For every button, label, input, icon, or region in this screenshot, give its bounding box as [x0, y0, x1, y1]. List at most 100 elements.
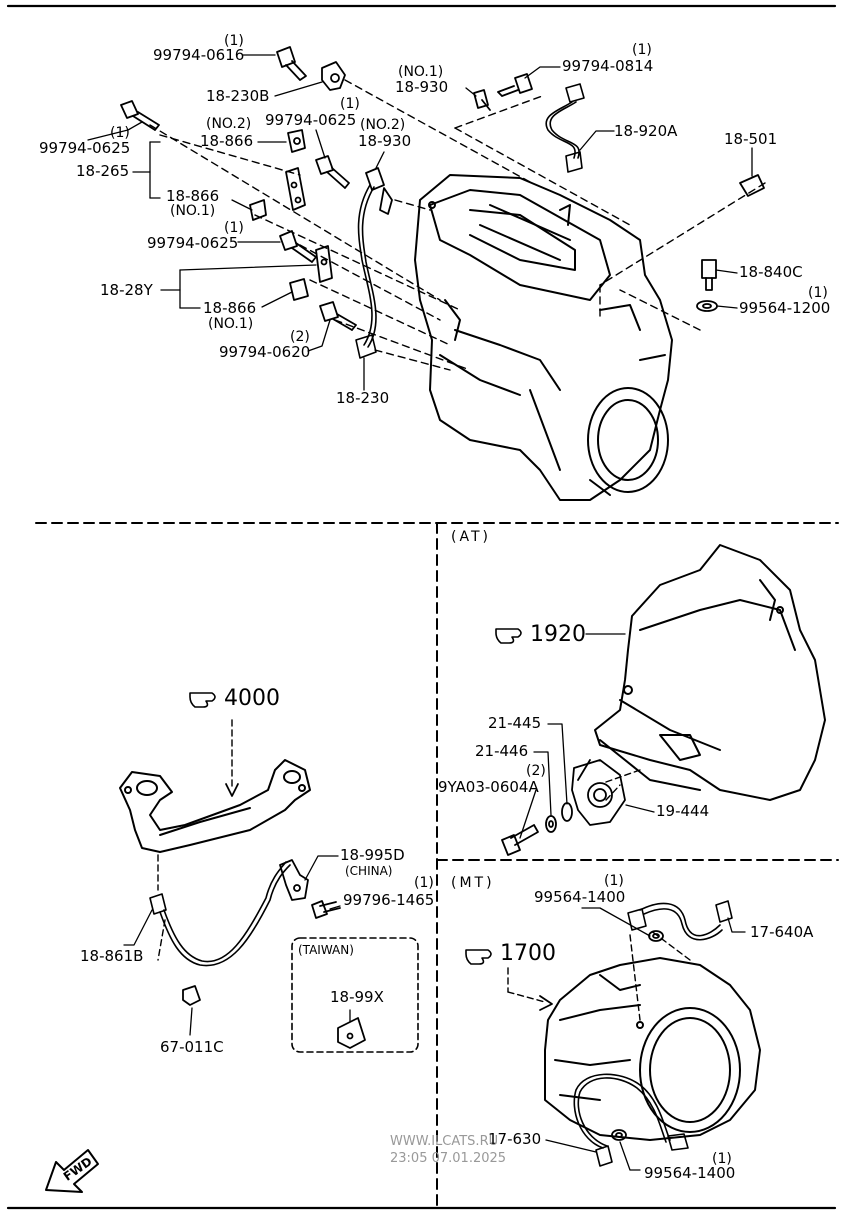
- switch-19-444: [571, 759, 626, 826]
- part-21-446: 21-446: [475, 742, 529, 760]
- sensor-18-230B: [321, 61, 346, 91]
- part-21-445: 21-445: [488, 714, 542, 732]
- bolt-99794-0616: [276, 46, 307, 81]
- ref-1700: 1700: [500, 941, 556, 966]
- qty-99794-0814: (1): [632, 42, 652, 58]
- part-18-866-no2: 18-866: [200, 132, 254, 150]
- qty-99564-1400-a: (1): [604, 873, 624, 889]
- part-99794-0616: 99794-0616: [153, 46, 245, 64]
- note-no2-a: (NO.2): [206, 116, 252, 132]
- sensor-18-920A: [545, 83, 585, 173]
- note-taiwan: (TAIWAN): [298, 943, 354, 957]
- washer-99564-1400-a: [648, 930, 664, 942]
- pointing-hand-icon: [189, 692, 216, 708]
- note-no1-a: (NO.1): [170, 203, 216, 219]
- leaders-mt: [545, 907, 746, 1171]
- watermark-timestamp: 23:05 07.01.2025: [390, 1151, 507, 1166]
- taiwan-box: [291, 937, 419, 1053]
- exhaust-leaders: [157, 719, 233, 961]
- arrow-1700: [539, 995, 553, 1011]
- part-99794-0814: 99794-0814: [562, 57, 654, 75]
- bracket-18-866-no2: [287, 129, 306, 153]
- part-18-861B: 18-861B: [80, 947, 144, 965]
- part-99794-0620: 99794-0620: [219, 343, 311, 361]
- bolt-9YA03-0604A: [501, 824, 539, 856]
- bolt-99794-0625-b: [315, 155, 350, 189]
- note-china: (CHINA): [345, 864, 393, 878]
- harness-18-230: [355, 184, 377, 359]
- part-18-840C: 18-840C: [739, 263, 803, 281]
- clip-67-011C: [182, 985, 201, 1006]
- washer-21-446: [545, 815, 557, 833]
- pointing-hand-icon: [465, 949, 492, 965]
- ref-4000: 4000: [224, 686, 280, 711]
- sensor-17-630: [573, 1073, 689, 1167]
- qty-99564-1200: (1): [808, 285, 828, 301]
- bracket-18-866-no1-b: [289, 278, 309, 301]
- frame: [6, 4, 837, 1210]
- part-99794-0625-b: 99794-0625: [265, 111, 357, 129]
- ref-1920: 1920: [530, 622, 586, 647]
- part-17-640A: 17-640A: [750, 923, 814, 941]
- part-18-866-no1-b: 18-866: [203, 299, 257, 317]
- part-99796-1465: 99796-1465: [343, 891, 435, 909]
- bolt-99794-0814: [497, 73, 533, 97]
- part-67-011C: 67-011C: [160, 1038, 224, 1056]
- part-18-99X: 18-99X: [330, 988, 384, 1006]
- qty-99794-0620: (2): [290, 329, 310, 345]
- part-18-265: 18-265: [76, 162, 130, 180]
- sensor-17-640A: [627, 900, 733, 941]
- part-99564-1400-a: 99564-1400: [534, 888, 626, 906]
- part-19-444: 19-444: [656, 802, 710, 820]
- qty-99796-1465: (1): [414, 875, 434, 891]
- sensor-18-930-no2: [365, 167, 393, 215]
- engine-leaders: [149, 79, 766, 371]
- part-18-28Y: 18-28Y: [100, 281, 153, 299]
- at-leaders: [605, 769, 641, 801]
- washer-99564-1200: [696, 300, 718, 312]
- bracket-18-99X: [337, 1017, 366, 1049]
- bracket-18-866-no1-a: [249, 199, 267, 221]
- washer-99564-1400-b: [611, 1129, 627, 1141]
- part-18-995D: 18-995D: [340, 846, 405, 864]
- part-17-630: 17-630: [488, 1130, 542, 1148]
- part-18-930-no2: 18-930: [358, 132, 412, 150]
- note-no2-b: (NO.2): [360, 117, 406, 133]
- leaders-exhaust: [123, 855, 351, 1036]
- arrow-4000: [225, 783, 239, 797]
- mt-leaders: [507, 929, 691, 1021]
- part-9YA03-0604A: 9YA03-0604A: [438, 778, 539, 796]
- bolt-99796-1465: [311, 900, 341, 919]
- part-18-230B: 18-230B: [206, 87, 270, 105]
- bolt-99794-0625-a: [120, 100, 160, 131]
- part-18-230: 18-230: [336, 389, 390, 407]
- part-99564-1200: 99564-1200: [739, 299, 831, 317]
- section-mt-label: (MT): [451, 875, 495, 891]
- pointing-hand-icon: [495, 628, 522, 644]
- bracket-18-995D: [279, 859, 309, 901]
- sensor-18-840C: [701, 259, 717, 291]
- qty-9YA03-0604A: (2): [526, 763, 546, 779]
- section-at-label: (AT): [451, 529, 491, 545]
- bolt-99794-0620: [319, 301, 357, 331]
- qty-99794-0625-c: (1): [224, 220, 244, 236]
- part-99794-0625-c: 99794-0625: [147, 234, 239, 252]
- note-no1-b: (NO.1): [208, 316, 254, 332]
- sensor-18-930-no1: [473, 89, 491, 111]
- leaders-at: [519, 633, 655, 839]
- bracket-18-265: [285, 167, 306, 211]
- sensor-18-861B: [149, 861, 291, 967]
- fwd-arrow-icon: [45, 1149, 99, 1193]
- section-dividers: [35, 522, 839, 1206]
- qty-99794-0625-a: (1): [110, 125, 130, 141]
- leaders-top: [87, 54, 753, 391]
- engine-block: [414, 174, 673, 501]
- part-18-930-no1: 18-930: [395, 78, 449, 96]
- part-18-920A: 18-920A: [614, 122, 678, 140]
- mt-transmission: [544, 957, 761, 1141]
- qty-99794-0616: (1): [224, 33, 244, 49]
- ring-21-445: [561, 802, 573, 822]
- part-18-501: 18-501: [724, 130, 778, 148]
- sensor-18-501: [739, 174, 765, 197]
